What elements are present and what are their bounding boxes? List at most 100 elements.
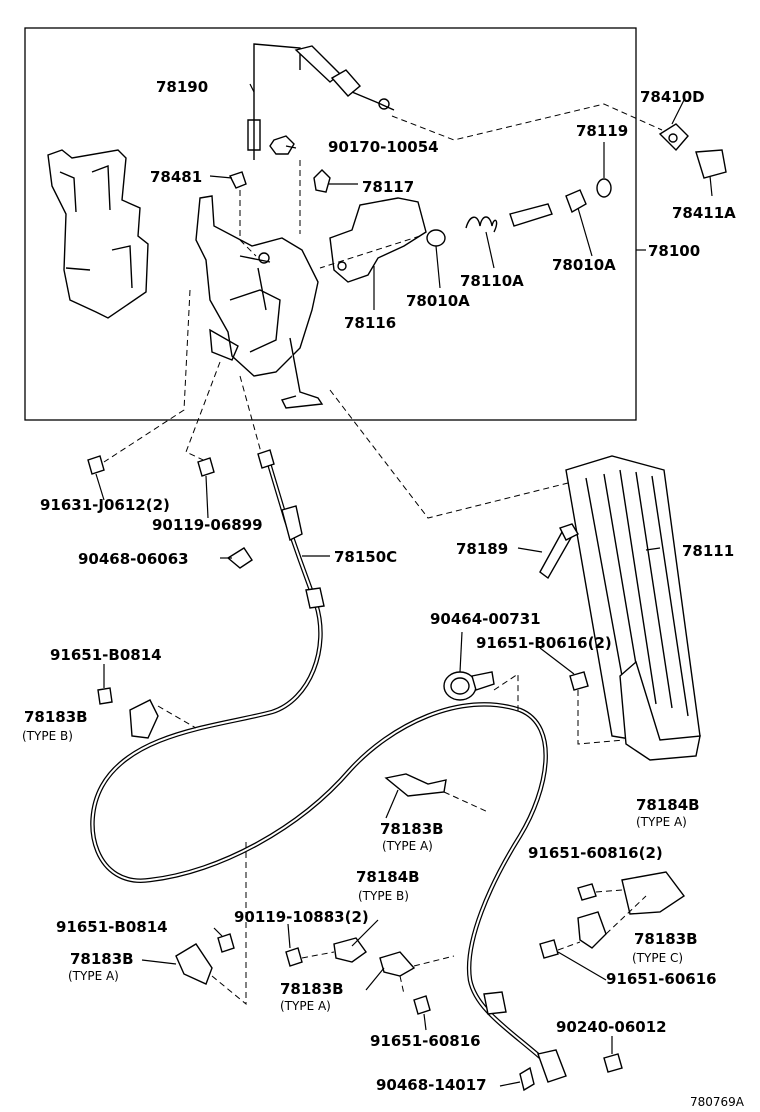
bolt-91651-60816-right: [577, 883, 597, 901]
bolt-91631-j0612: [87, 455, 105, 475]
bolt-91651-b0616: [569, 671, 589, 691]
clip-90468-06063: [226, 547, 253, 569]
label-91651-60816: 91651-60816: [370, 1032, 481, 1050]
label-78190: 78190: [156, 78, 208, 96]
label-91651-b0814-top: 91651-B0814: [50, 646, 162, 664]
label-78100: 78100: [648, 242, 700, 260]
clamp-78183b-center-a: [379, 951, 416, 977]
label-78183b-type-b-sub: (TYPE B): [22, 729, 73, 743]
label-90170-10054: 90170-10054: [328, 138, 439, 156]
label-78183b-left-a-sub: (TYPE A): [68, 969, 119, 983]
bracket-78184b-center: [333, 937, 367, 963]
clamp-78183b-left-a: [175, 943, 213, 985]
label-91651-60816-2: 91651-60816(2): [528, 844, 663, 862]
label-91631-j0612: 91631-J0612(2): [40, 496, 170, 514]
cable-end: [537, 1049, 567, 1083]
label-78183b-type-c: 78183B: [634, 930, 698, 948]
label-78184b-center: 78184B: [356, 868, 420, 886]
label-78111: 78111: [682, 542, 734, 560]
clamp-78183b-mid: [384, 773, 447, 797]
label-78184b-center-sub: (TYPE B): [358, 889, 409, 903]
label-78184b-right: 78184B: [636, 796, 700, 814]
label-78010a-left: 78010A: [406, 292, 470, 310]
cable-fitting-mid: [305, 587, 325, 609]
label-91651-b0616: 91651-B0616(2): [476, 634, 612, 652]
label-90468-06063: 90468-06063: [78, 550, 189, 568]
pedal-bushings: [426, 123, 727, 247]
upper-cable: [294, 45, 395, 111]
label-78183b-left-a: 78183B: [70, 950, 134, 968]
label-78183b-mid-sub: (TYPE A): [382, 839, 433, 853]
label-78411a: 78411A: [672, 204, 736, 222]
type-b-leader: [157, 705, 197, 729]
clamp-78183b-type-b: [129, 699, 159, 739]
cable-fitting-upper: [281, 505, 303, 542]
pedal-78111: [565, 455, 701, 761]
leader-to-cable: [239, 375, 263, 457]
label-90464-00731: 90464-00731: [430, 610, 541, 628]
leader-to-91631: [103, 289, 191, 463]
cover-plate: [47, 149, 149, 319]
cable-fitting-lower: [483, 991, 507, 1015]
figure-reference-id: 780769A: [690, 1095, 745, 1109]
bolt-b0616-leader: [577, 690, 625, 745]
bolt-78189: [539, 523, 579, 580]
label-78117: 78117: [362, 178, 414, 196]
label-78150c: 78150C: [334, 548, 397, 566]
cable-clip-upper: [257, 449, 275, 469]
frame-leader-b: [239, 190, 257, 257]
bolt-91651-60816-center: [413, 995, 431, 1015]
label-78183b-mid: 78183B: [380, 820, 444, 838]
mid-clamp-leader: [443, 791, 489, 813]
bolt-91651-b0814-top: [97, 687, 113, 705]
label-78410d: 78410D: [640, 88, 705, 106]
leader-to-90119: [185, 361, 221, 465]
assembly-frame: [24, 27, 637, 421]
label-78184b-right-sub: (TYPE A): [636, 815, 687, 829]
bolt-90240-06012: [603, 1053, 623, 1073]
label-90468-14017: 90468-14017: [376, 1076, 487, 1094]
frame-leader-d: [319, 235, 421, 269]
bracket-78184b-right: [621, 871, 686, 915]
clamp-leader: [493, 673, 519, 712]
rod-78190: [247, 43, 301, 160]
label-90119-10883: 90119-10883(2): [234, 908, 369, 926]
leader-lines: [95, 83, 713, 1087]
clamp-78183b-type-c: [577, 911, 607, 949]
frame-leader-a: [391, 103, 663, 141]
center-bracket-leader: [301, 951, 335, 959]
label-78110a: 78110A: [460, 272, 524, 290]
right-bracket-leader: [595, 889, 623, 893]
clip-90468-14017: [519, 1066, 535, 1092]
nut-90170: [269, 135, 295, 155]
bolt-91651-60616: [539, 939, 559, 959]
label-78481: 78481: [150, 168, 202, 186]
label-78183b-type-c-sub: (TYPE C): [632, 951, 683, 965]
label-78116: 78116: [344, 314, 396, 332]
bolt-90119-10883: [285, 947, 303, 967]
bolt-90119-06899: [197, 457, 215, 477]
leader-to-pedal: [329, 389, 581, 519]
main-cable-core: [91, 459, 547, 1063]
label-78183b-center-a-sub: (TYPE A): [280, 999, 331, 1013]
label-78183b-type-b: 78183B: [24, 708, 88, 726]
label-91651-60616: 91651-60616: [606, 970, 717, 988]
type-c-leader: [557, 895, 647, 951]
left-a-leader: [211, 840, 247, 1006]
label-78119: 78119: [576, 122, 628, 140]
clip-78117: [313, 169, 331, 193]
link-assembly: [195, 195, 324, 409]
label-78189: 78189: [456, 540, 508, 558]
part-labels: 78190 78410D 78119 90170-10054 78481 781…: [22, 78, 745, 1109]
label-78183b-center-a: 78183B: [280, 980, 344, 998]
bracket-78116: [329, 197, 427, 283]
label-78010a-right: 78010A: [552, 256, 616, 274]
label-90240-06012: 90240-06012: [556, 1018, 667, 1036]
clamp-90464: [443, 671, 495, 701]
center-a-leader: [399, 955, 455, 995]
bolt-91651-b0814-bottom: [217, 933, 235, 953]
clip-78481: [229, 171, 247, 189]
label-91651-b0814-bottom: 91651-B0814: [56, 918, 168, 936]
label-90119-06899: 90119-06899: [152, 516, 263, 534]
